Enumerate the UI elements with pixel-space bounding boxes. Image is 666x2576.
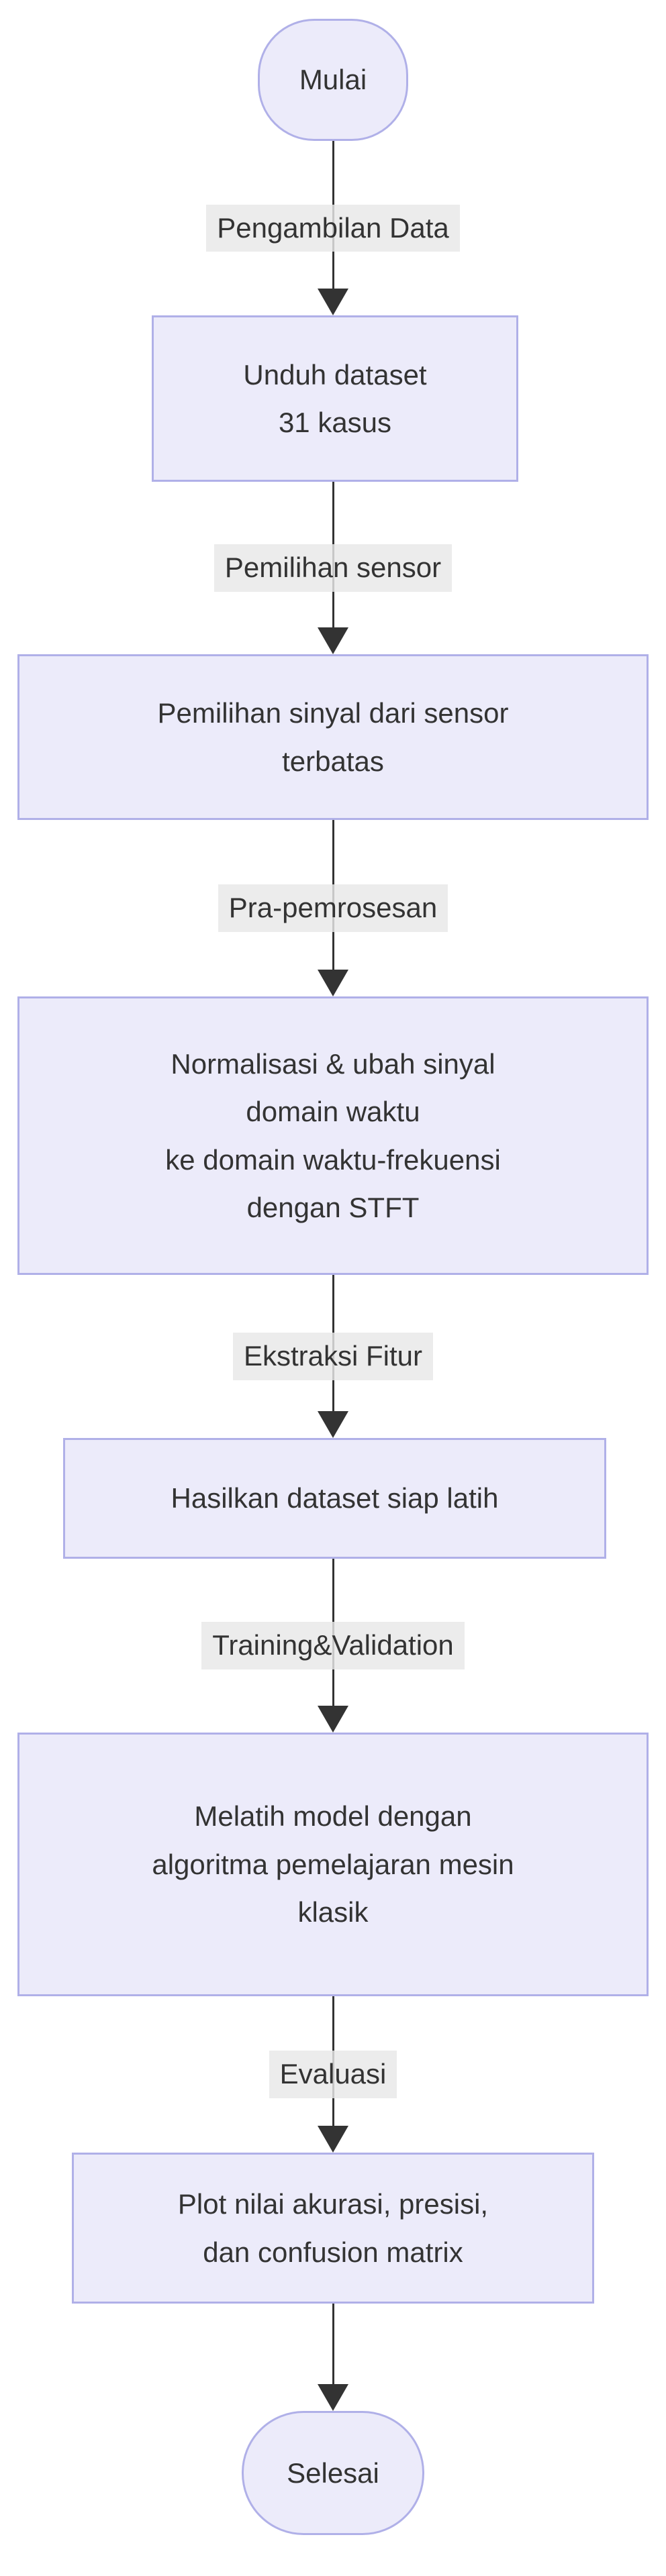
arrowhead-down-icon: [318, 1706, 348, 1733]
edge-preprocess-to-dataset: Ekstraksi Fitur: [232, 1275, 434, 1438]
process-node-unduh-dataset: Unduh dataset 31 kasus: [152, 315, 518, 482]
process-node-plot-evaluasi: Plot nilai akurasi, presisi, dan confusi…: [72, 2153, 594, 2304]
process-node-melatih-model: Melatih model dengan algoritma pemelajar…: [17, 1733, 649, 1996]
edge-plot-to-end: [318, 2304, 348, 2411]
edge-label-evaluasi: Evaluasi: [269, 2051, 397, 2098]
arrowhead-down-icon: [318, 1411, 348, 1438]
arrowhead-down-icon: [318, 970, 348, 996]
end-node-selesai: Selesai: [242, 2411, 424, 2535]
arrowhead-down-icon: [318, 2384, 348, 2411]
process-node-normalisasi-stft: Normalisasi & ubah sinyal domain waktu k…: [17, 996, 649, 1275]
arrowhead-down-icon: [318, 627, 348, 654]
arrowhead-down-icon: [318, 2126, 348, 2153]
edge-train-to-plot: Evaluasi: [269, 1996, 397, 2153]
edge-label-pra-pemrosesan: Pra-pemrosesan: [218, 884, 448, 932]
edge-label-pengambilan-data: Pengambilan Data: [206, 204, 460, 252]
start-node-mulai: Mulai: [258, 19, 408, 141]
edge-label-ekstraksi-fitur: Ekstraksi Fitur: [232, 1333, 434, 1380]
edge-line: [332, 2304, 334, 2407]
edge-select-to-preprocess: Pra-pemrosesan: [218, 820, 448, 996]
edge-label-training-validation: Training&Validation: [201, 1622, 465, 1669]
edge-label-pemilihan-sensor: Pemilihan sensor: [213, 544, 453, 592]
edge-start-to-download: Pengambilan Data: [206, 141, 460, 315]
arrowhead-down-icon: [318, 289, 348, 315]
process-node-pemilihan-sinyal: Pemilihan sinyal dari sensor terbatas: [17, 654, 649, 820]
edge-dataset-to-train: Training&Validation: [201, 1559, 465, 1733]
edge-download-to-select: Pemilihan sensor: [213, 482, 453, 654]
process-node-dataset-siap-latih: Hasilkan dataset siap latih: [63, 1438, 606, 1559]
